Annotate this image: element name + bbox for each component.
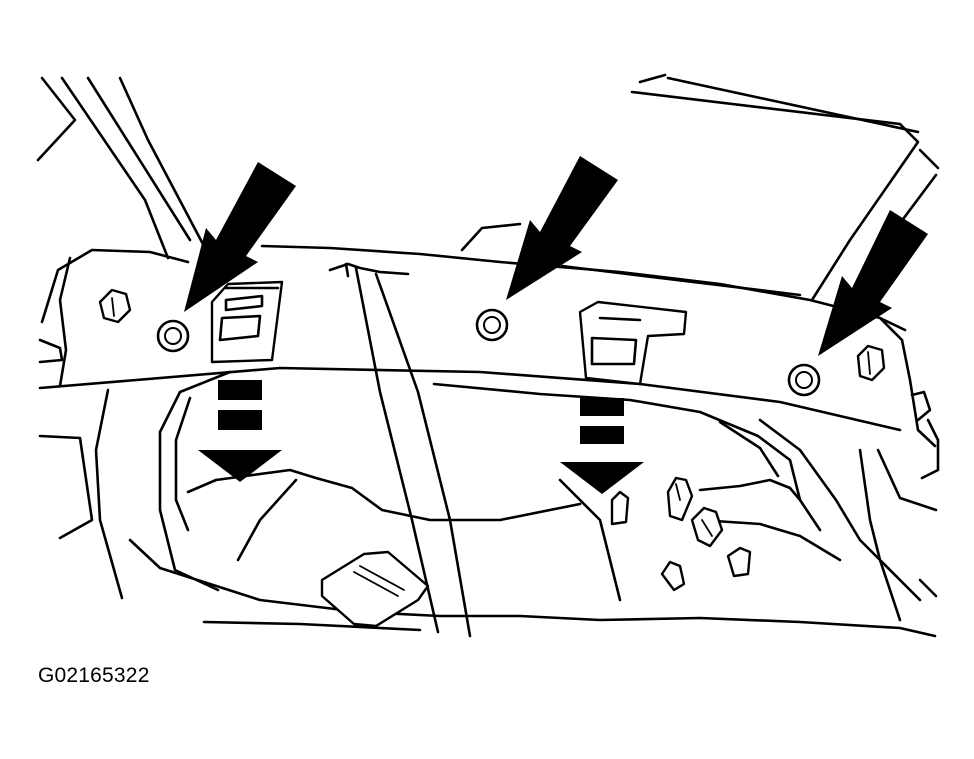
seat-belt-buckle [320,550,430,628]
pointer-arrows [184,156,928,356]
down-arrow-center [560,398,644,494]
left-belt-bezel [210,280,284,364]
pointer-arrow-center [506,156,618,300]
fastener-bolt-right [787,363,821,397]
fastener-bolt-left [156,319,190,353]
loose-retainer-clips [610,476,752,592]
figure-code-label: G02165322 [38,664,150,687]
center-belt-bezel [578,300,688,386]
pointer-arrow-left [184,162,296,312]
rear-window-frame [36,73,940,302]
down-arrow-left [198,380,282,482]
pointer-arrow-right [818,210,928,356]
upper-trim-panel [38,244,940,480]
lower-trim-and-seat [38,370,938,638]
fastener-bolt-center [475,308,509,342]
seat-belt-strap [328,262,472,638]
fastener-bolts [156,308,821,397]
removal-direction-arrows [198,380,644,494]
